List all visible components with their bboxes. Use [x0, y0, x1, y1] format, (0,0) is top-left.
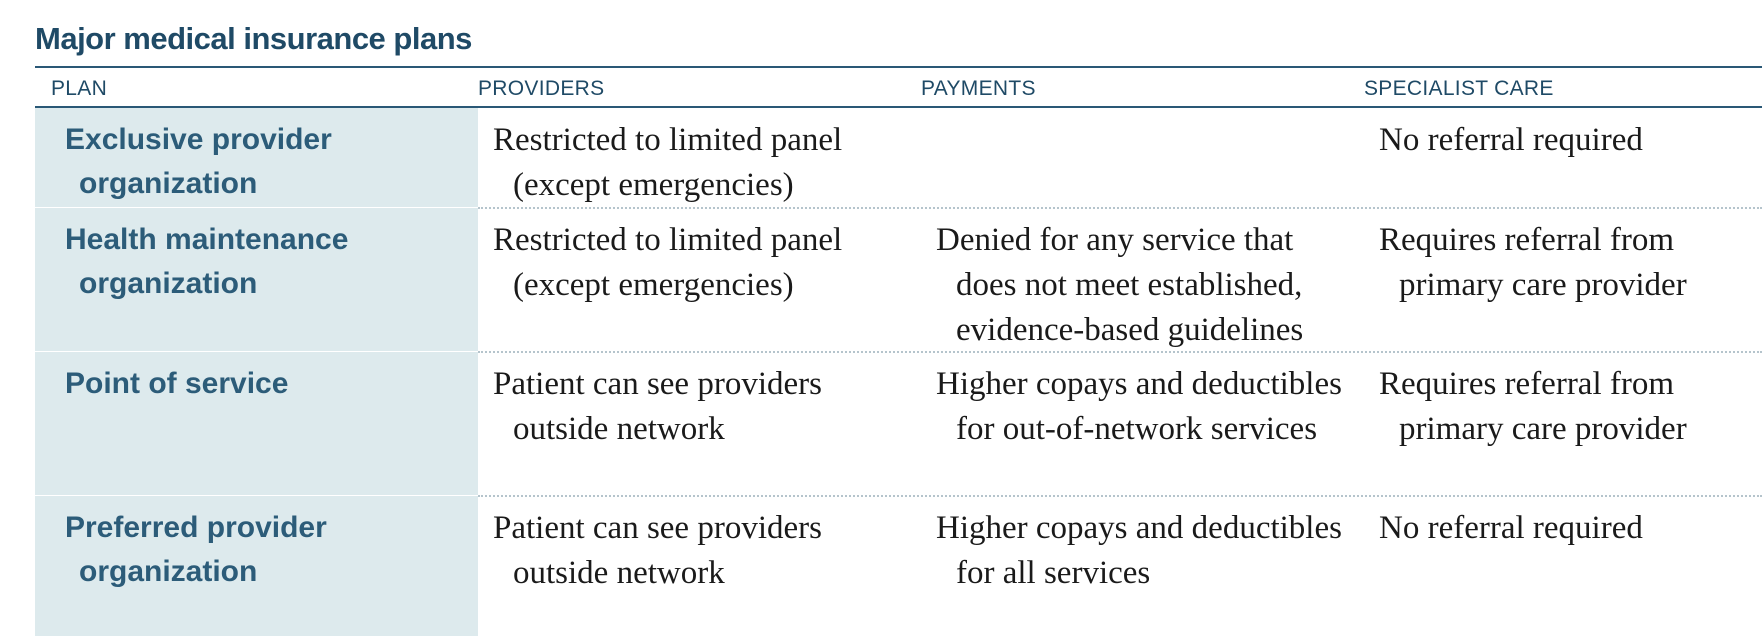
row-separator [478, 495, 1762, 497]
providers-text: Patient can see providers outside networ… [493, 366, 822, 447]
providers-cell: Patient can see providers outside networ… [478, 496, 921, 636]
table-row: Preferred provider organization Patient … [35, 496, 1762, 636]
plan-name: Point of service [65, 367, 289, 400]
specialist-care-cell: No referral required [1364, 108, 1762, 208]
row-separator [478, 351, 1762, 353]
table-row: Point of service Patient can see provide… [35, 352, 1762, 498]
table-row: Health maintenance organization Restrict… [35, 208, 1762, 354]
table-header-row: PLAN PROVIDERS PAYMENTS SPECIALIST CARE [35, 68, 1762, 108]
payments-text: Denied for any service that does not mee… [936, 222, 1304, 348]
providers-text: Patient can see providers outside networ… [493, 510, 822, 591]
insurance-plans-document: Major medical insurance plans PLAN PROVI… [35, 18, 1762, 636]
specialist-care-text: Requires referral from primary care prov… [1379, 366, 1687, 447]
plan-name-cell: Point of service [35, 352, 478, 496]
payments-cell: Higher copays and deductibles for all se… [921, 496, 1364, 636]
providers-text: Restricted to limited panel (except emer… [493, 222, 843, 303]
specialist-care-cell: Requires referral from primary care prov… [1364, 208, 1762, 352]
column-header-specialist-care: SPECIALIST CARE [1364, 77, 1554, 100]
providers-cell: Patient can see providers outside networ… [478, 352, 921, 496]
payments-cell: Denied for any service that does not mee… [921, 208, 1364, 352]
providers-text: Restricted to limited panel (except emer… [493, 122, 843, 203]
providers-cell: Restricted to limited panel (except emer… [478, 208, 921, 352]
insurance-plans-table: PLAN PROVIDERS PAYMENTS SPECIALIST CARE … [35, 66, 1762, 636]
plan-name-cell: Preferred provider organization [35, 496, 478, 636]
plan-name: Exclusive provider organization [65, 123, 332, 200]
column-header-plan: PLAN [51, 77, 108, 100]
table-row: Exclusive provider organization Restrict… [35, 108, 1762, 210]
plan-name: Health maintenance organization [65, 223, 349, 300]
column-header-providers: PROVIDERS [478, 77, 605, 100]
payments-text: Higher copays and deductibles for out-of… [936, 366, 1342, 447]
providers-cell: Restricted to limited panel (except emer… [478, 108, 921, 208]
column-header-payments: PAYMENTS [921, 77, 1036, 100]
specialist-care-text: Requires referral from primary care prov… [1379, 222, 1687, 303]
specialist-care-cell: Requires referral from primary care prov… [1364, 352, 1762, 496]
payments-text: Higher copays and deductibles for all se… [936, 510, 1342, 591]
plan-name-cell: Health maintenance organization [35, 208, 478, 352]
row-separator [478, 207, 1762, 209]
specialist-care-text: No referral required [1379, 510, 1643, 546]
payments-cell: Higher copays and deductibles for out-of… [921, 352, 1364, 496]
plan-name: Preferred provider organization [65, 511, 327, 588]
payments-cell [921, 108, 1364, 208]
plan-name-cell: Exclusive provider organization [35, 108, 478, 208]
table-title: Major medical insurance plans [35, 21, 472, 56]
specialist-care-text: No referral required [1379, 122, 1643, 158]
specialist-care-cell: No referral required [1364, 496, 1762, 636]
